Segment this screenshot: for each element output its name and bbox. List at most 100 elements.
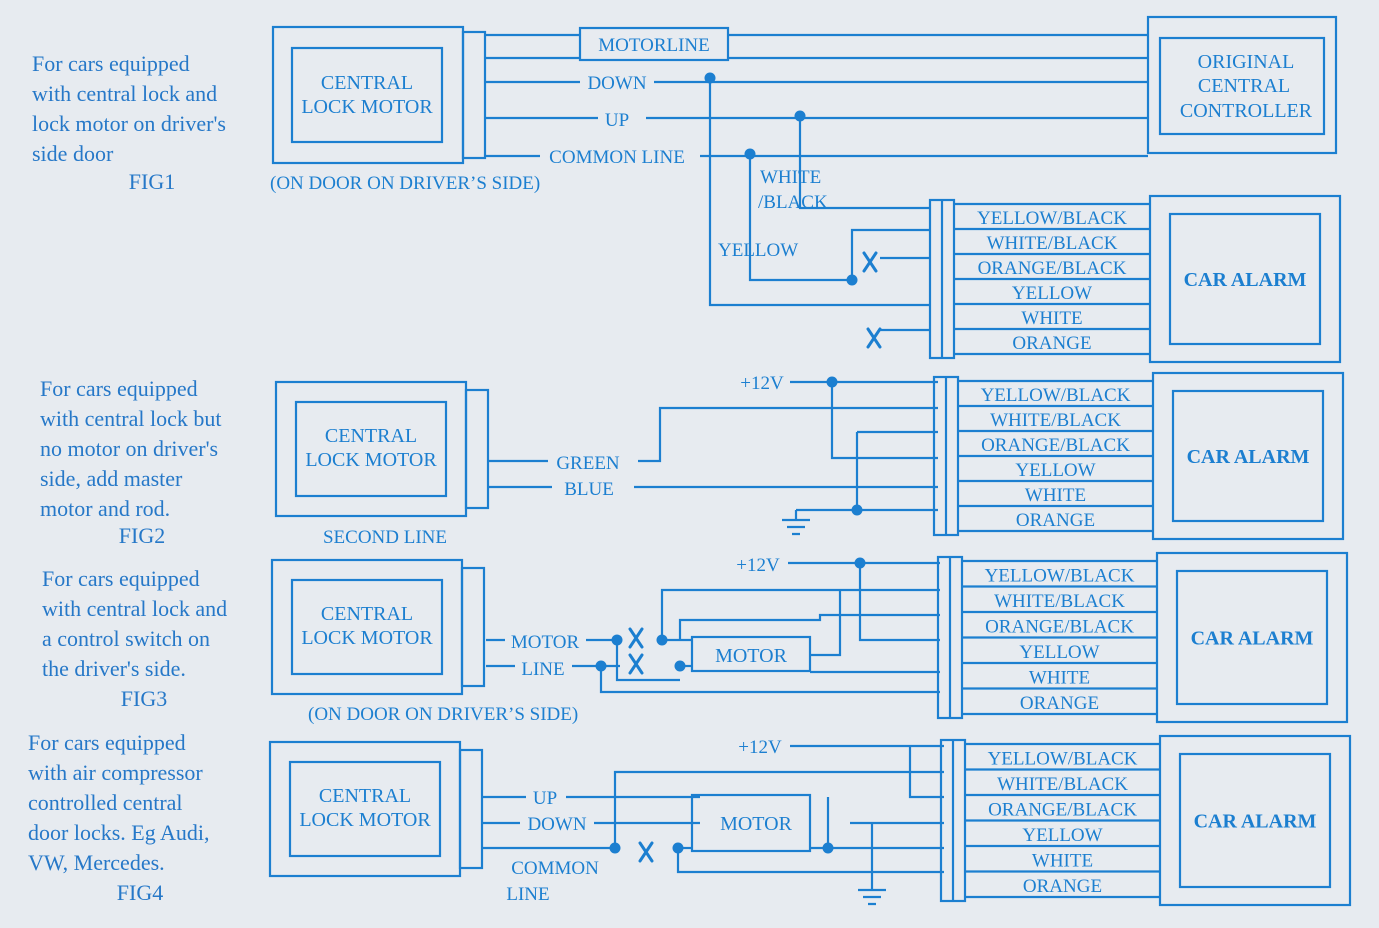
lock-motor-side-tab <box>460 566 486 688</box>
ground-symbol <box>858 880 886 906</box>
supply-branch-wire <box>830 382 938 460</box>
original-controller-inner-box <box>1158 36 1326 136</box>
fig3-description-line: with central lock and <box>42 596 227 621</box>
up-label: UP <box>605 110 629 131</box>
fig1-description-line: with central lock and <box>32 81 217 106</box>
fig4-label: FIG4 <box>117 880 163 905</box>
alarm-wire-label: YELLOW <box>1015 460 1095 481</box>
car-alarm-inner-box <box>1175 569 1329 706</box>
wire <box>660 588 940 640</box>
supply-branch-wire <box>858 563 940 642</box>
alarm-connector <box>932 375 960 537</box>
motor-line-label-2: LINE <box>521 659 564 680</box>
original-controller-outer-box <box>1146 15 1338 155</box>
green-label: GREEN <box>556 453 620 474</box>
ground-symbol <box>858 880 886 906</box>
car-alarm-inner-box <box>1168 212 1322 346</box>
fig1-label: FIG1 <box>129 169 175 194</box>
supply-branch-wire <box>908 746 944 799</box>
ground-symbol <box>782 510 810 536</box>
alarm-wire-label: WHITE/BLACK <box>987 233 1118 254</box>
controller-label-line-1: ORIGINAL <box>1198 51 1295 73</box>
white-black-label: WHITE <box>760 167 821 188</box>
car-alarm-outer-box <box>1158 734 1352 907</box>
car-alarm-label: CAR ALARM <box>1194 811 1317 833</box>
lock-motor-side-tab <box>458 748 484 870</box>
fig3-description-line: a control switch on <box>42 626 210 651</box>
alarm-wire-label: WHITE <box>1025 485 1086 506</box>
fig2-description-line: motor and rod. <box>40 496 170 521</box>
supply-12v-label: +12V <box>736 555 780 576</box>
branch-wire-up <box>798 118 930 210</box>
alarm-wire-label: YELLOW/BLACK <box>981 385 1131 406</box>
alarm-wire-label: YELLOW/BLACK <box>985 566 1135 587</box>
alarm-connector <box>936 555 964 720</box>
wire <box>613 770 944 848</box>
white-black-label: /BLACK <box>758 192 828 213</box>
cut-mark <box>866 327 882 349</box>
yellow-label: YELLOW <box>718 240 798 261</box>
car-alarm-outer-box <box>1151 371 1345 541</box>
junction-dot <box>794 110 806 122</box>
cut-mark <box>638 841 654 863</box>
down-label: DOWN <box>527 814 586 835</box>
lock-motor-label-line-2: LOCK MOTOR <box>301 627 433 649</box>
car-alarm-label: CAR ALARM <box>1191 628 1314 650</box>
wire <box>810 590 842 657</box>
alarm-wire-label: ORANGE <box>1012 333 1091 354</box>
branch-wire-down <box>708 82 930 307</box>
alarm-wire-label: YELLOW <box>1022 825 1102 846</box>
fig4-description-line: controlled central <box>28 790 183 815</box>
fig4-description-line: VW, Mercedes. <box>28 850 165 875</box>
alarm-wire-label: YELLOW <box>1012 283 1092 304</box>
alarm-wire-label: ORANGE/BLACK <box>978 258 1127 279</box>
lock-motor-label-line-2: LOCK MOTOR <box>301 96 433 118</box>
alarm-wire-label: ORANGE/BLACK <box>985 617 1134 638</box>
fig2-caption: SECOND LINE <box>323 527 447 548</box>
alarm-wire-label: WHITE/BLACK <box>990 410 1121 431</box>
car-alarm-outer-box <box>1148 194 1342 364</box>
alarm-wire-label: WHITE <box>1029 668 1090 689</box>
alarm-wire-label: YELLOW/BLACK <box>988 749 1138 770</box>
alarm-wire-label: ORANGE/BLACK <box>981 435 1130 456</box>
motor-box-label: MOTOR <box>720 813 793 835</box>
fig3-description-line: the driver's side. <box>42 656 186 681</box>
car-alarm-outer-box <box>1155 551 1349 724</box>
down-label: DOWN <box>587 73 646 94</box>
fig1-description-line: side door <box>32 141 114 166</box>
common-line-label-1: COMMON <box>511 858 599 879</box>
wire <box>676 848 944 874</box>
common-line-label: COMMON LINE <box>549 147 685 168</box>
alarm-wire-label: YELLOW/BLACK <box>977 208 1127 229</box>
cut-mark <box>628 627 644 649</box>
fig4-description-line: door locks. Eg Audi, <box>28 820 210 845</box>
fig1-caption: (ON DOOR ON DRIVER’S SIDE) <box>270 173 540 194</box>
lock-motor-label-line-1: CENTRAL <box>321 603 413 625</box>
junction-dot <box>704 72 716 84</box>
alarm-wire-label: ORANGE <box>1020 693 1099 714</box>
alarm-wire-label: ORANGE <box>1023 876 1102 897</box>
alarm-wire-label: YELLOW <box>1019 642 1099 663</box>
controller-label-line-3: CONTROLLER <box>1180 100 1313 122</box>
motor-box-label: MOTOR <box>715 645 788 667</box>
green-wire <box>638 406 938 463</box>
car-alarm-inner-box <box>1178 752 1332 889</box>
ground-symbol <box>782 510 810 536</box>
junction-dot <box>846 274 858 286</box>
alarm-connector <box>928 198 956 360</box>
fig2-label: FIG2 <box>119 523 165 548</box>
blue-label: BLUE <box>564 479 614 500</box>
motor-box <box>690 793 812 853</box>
supply-12v-label: +12V <box>740 373 784 394</box>
alarm-connector <box>939 738 967 903</box>
cut-mark <box>628 653 644 675</box>
fig2-description-line: with central lock but <box>40 406 221 431</box>
fig4-description-line: with air compressor <box>28 760 203 785</box>
alarm-wire-label: WHITE/BLACK <box>997 774 1128 795</box>
fig3-label: FIG3 <box>121 686 167 711</box>
cut-mark <box>862 251 878 273</box>
